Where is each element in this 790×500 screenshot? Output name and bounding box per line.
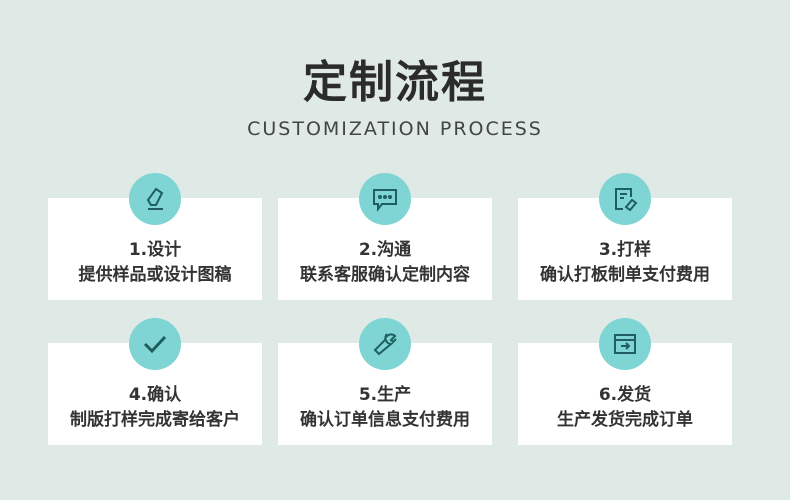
step-label: 2.沟通 bbox=[358, 240, 412, 260]
step-label: 5.生产 bbox=[358, 385, 412, 405]
step-desc: 提供样品或设计图稿 bbox=[78, 265, 232, 285]
step-desc: 确认打板制单支付费用 bbox=[540, 265, 710, 285]
step-label: 1.设计 bbox=[128, 240, 182, 260]
chat-icon bbox=[359, 173, 411, 225]
step-desc: 生产发货完成订单 bbox=[557, 410, 693, 430]
step-card-design: 1.设计 提供样品或设计图稿 bbox=[48, 173, 262, 300]
step-card-ship: 6.发货 生产发货完成订单 bbox=[518, 318, 732, 445]
wrench-icon bbox=[359, 318, 411, 370]
step-card-confirm: 4.确认 制版打样完成寄给客户 bbox=[48, 318, 262, 445]
step-label: 6.发货 bbox=[598, 385, 652, 405]
step-label: 3.打样 bbox=[598, 240, 652, 260]
step-card-sample: 3.打样 确认打板制单支付费用 bbox=[518, 173, 732, 300]
page-subtitle: CUSTOMIZATION PROCESS bbox=[247, 118, 543, 140]
step-desc: 联系客服确认定制内容 bbox=[300, 265, 470, 285]
page-title: 定制流程 bbox=[303, 57, 487, 108]
step-card-communicate: 2.沟通 联系客服确认定制内容 bbox=[278, 173, 492, 300]
step-desc: 确认订单信息支付费用 bbox=[300, 410, 470, 430]
box-icon bbox=[599, 318, 651, 370]
step-desc: 制版打样完成寄给客户 bbox=[70, 410, 240, 430]
check-icon bbox=[129, 318, 181, 370]
step-label: 4.确认 bbox=[128, 385, 182, 405]
document-tag-icon bbox=[599, 173, 651, 225]
pencil-icon bbox=[129, 173, 181, 225]
step-card-produce: 5.生产 确认订单信息支付费用 bbox=[278, 318, 492, 445]
